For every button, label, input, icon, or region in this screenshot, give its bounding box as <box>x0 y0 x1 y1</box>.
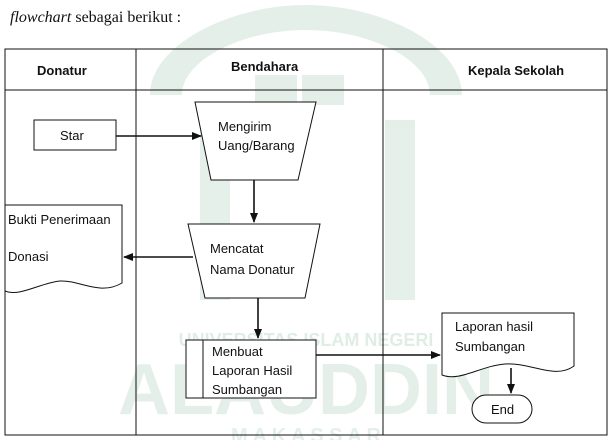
start-box <box>33 119 117 151</box>
send-operation-shape <box>194 101 317 181</box>
record-operation-shape <box>187 223 321 299</box>
end-label: End <box>491 402 515 417</box>
receipt-label-line1: Bukti Penerimaan <box>8 212 111 227</box>
make-report-label-line2: Laporan Hasil <box>212 363 293 378</box>
report-doc-label-line2: Sumbangan <box>455 339 526 354</box>
make-report-label-line3: Sumbangan <box>212 382 283 397</box>
receipt-document-shape <box>4 204 123 293</box>
lane-header-donatur: Donatur <box>37 63 87 78</box>
make-report-box <box>185 339 317 399</box>
report-document-shape <box>441 312 575 378</box>
intro-text: flowchart sebagai berikut : <box>10 9 181 27</box>
lane-header-bendahara: Bendahara <box>231 59 299 74</box>
intro-emphasis: flowchart <box>10 9 72 26</box>
record-label-line2: Nama Donatur <box>210 262 295 277</box>
record-label-line1: Mencatat <box>210 241 264 256</box>
end-terminator <box>471 394 533 424</box>
intro-rest: sebagai berikut : <box>71 9 182 26</box>
start-label: Star <box>60 128 84 143</box>
watermark-line3: M A K A S S A R <box>231 425 382 440</box>
receipt-label-line2: Donasi <box>8 249 49 264</box>
make-report-label-line1: Menbuat <box>212 344 263 359</box>
send-label-line1: Mengirim <box>218 119 272 134</box>
report-doc-label-line1: Laporan hasil <box>455 319 534 334</box>
lane-header-kepala-sekolah: Kepala Sekolah <box>468 63 565 78</box>
send-label-line2: Uang/Barang <box>218 138 295 153</box>
